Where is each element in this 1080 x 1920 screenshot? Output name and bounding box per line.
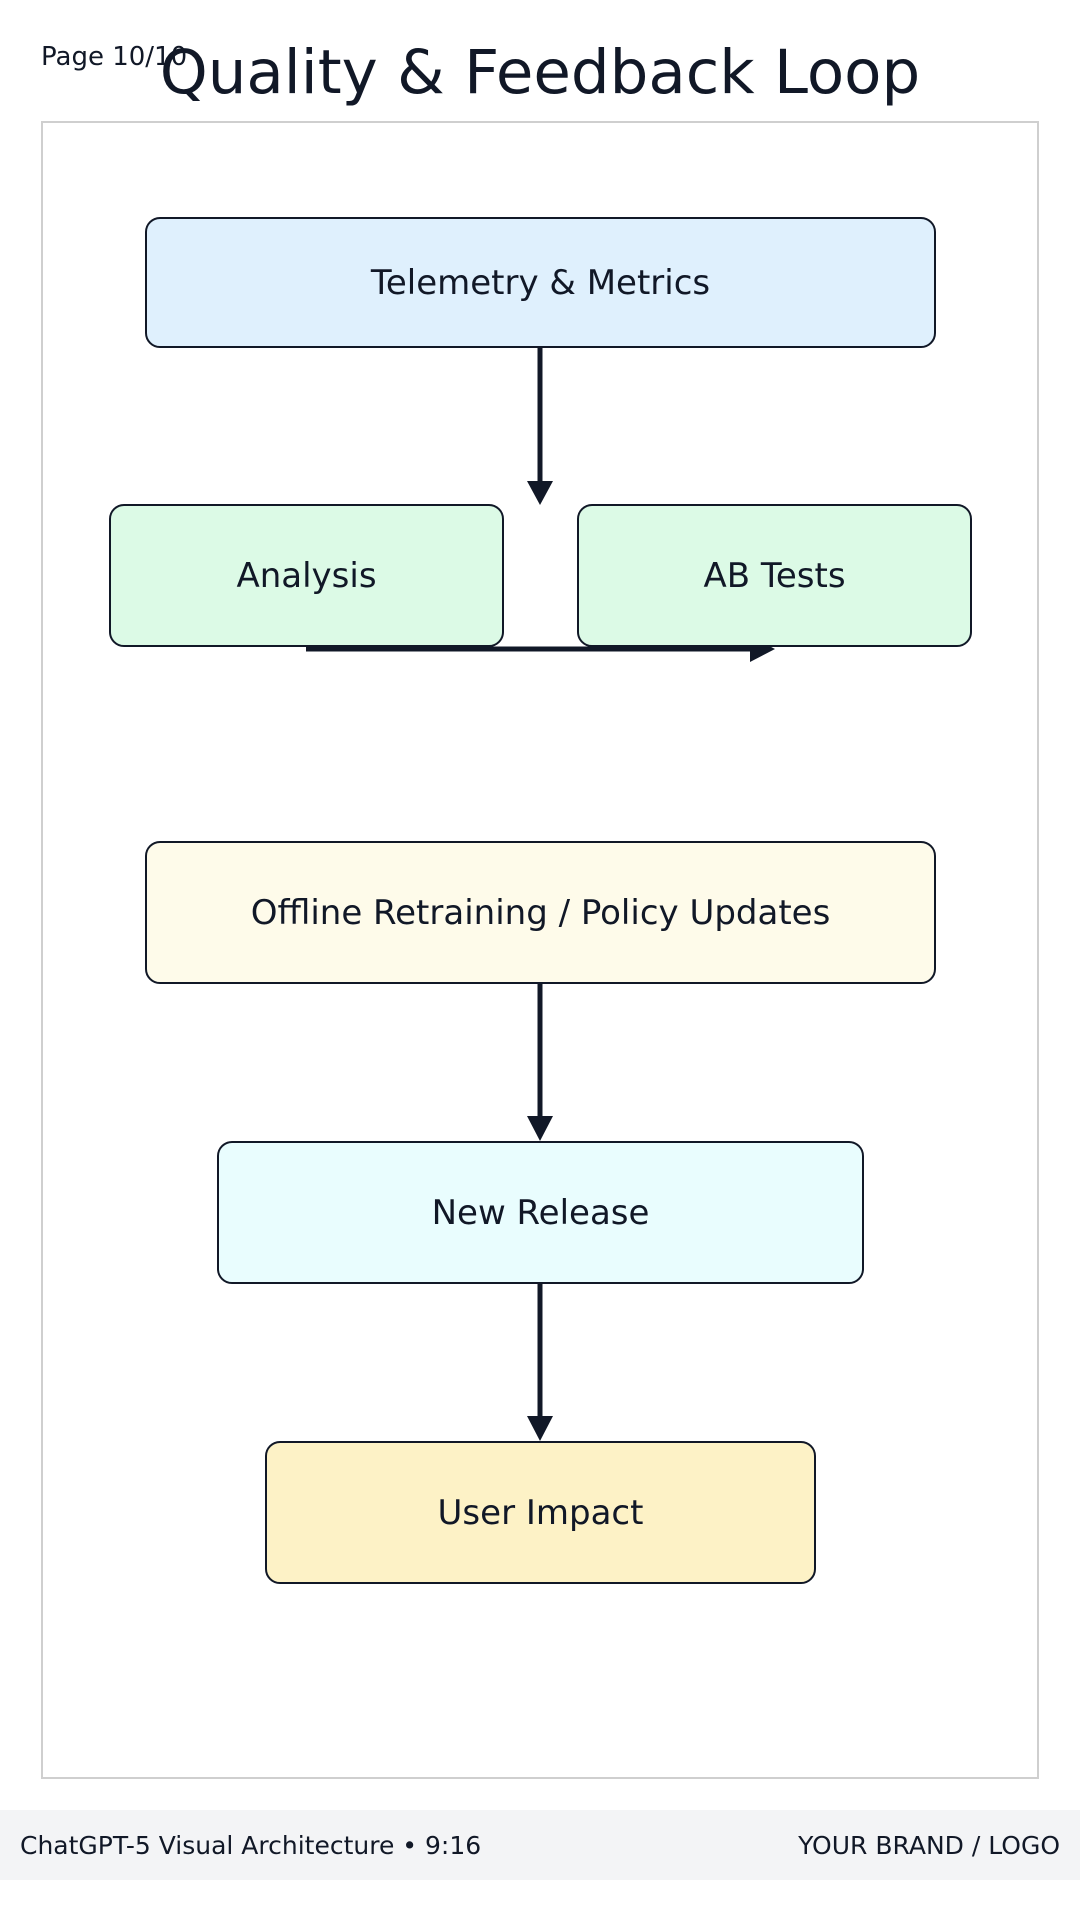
brand-logo-placeholder: YOUR BRAND / LOGO (798, 1830, 1060, 1860)
node-new-release-label: New Release (431, 1192, 650, 1233)
node-user-impact: User Impact (265, 1441, 816, 1584)
node-telemetry-label: Telemetry & Metrics (370, 262, 711, 303)
diagram-frame (41, 121, 1039, 1779)
page-title: Quality & Feedback Loop (159, 37, 921, 108)
arrowhead-release (527, 1116, 553, 1141)
arrowhead-impact (527, 1416, 553, 1441)
node-ab-tests-label: AB Tests (703, 555, 846, 596)
node-retraining-label: Offline Retraining / Policy Updates (250, 892, 831, 933)
node-telemetry: Telemetry & Metrics (145, 217, 936, 348)
arrowhead-analysis (527, 481, 553, 505)
node-ab-tests: AB Tests (577, 504, 972, 647)
node-new-release: New Release (217, 1141, 864, 1284)
footer-bar: ChatGPT-5 Visual Architecture • 9:16 YOU… (0, 1810, 1080, 1880)
page-number: Page 10/10 (41, 42, 188, 72)
node-user-impact-label: User Impact (437, 1492, 644, 1533)
node-retraining: Offline Retraining / Policy Updates (145, 841, 936, 984)
node-analysis: Analysis (109, 504, 504, 647)
footer-caption: ChatGPT-5 Visual Architecture • 9:16 (20, 1830, 482, 1860)
node-analysis-label: Analysis (236, 555, 377, 596)
